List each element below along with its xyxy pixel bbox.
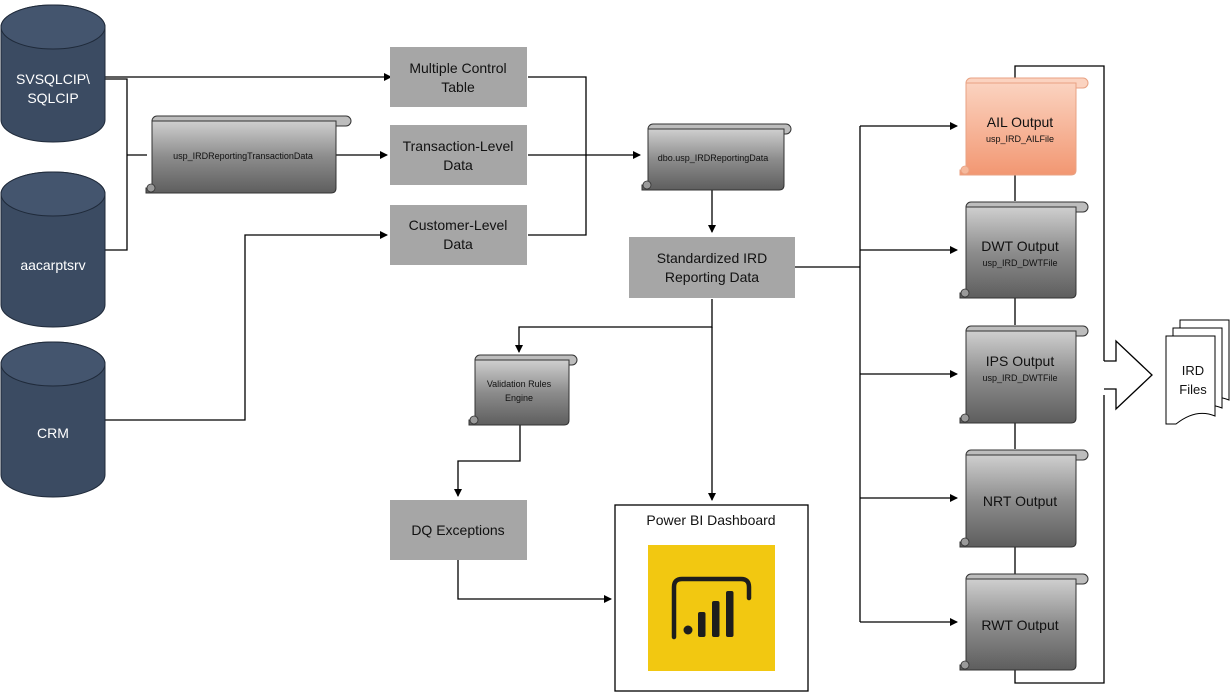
ird-files-line1: IRD bbox=[1182, 363, 1204, 378]
standardized-line1: Standardized IRD bbox=[657, 250, 768, 266]
dq-exceptions-label: DQ Exceptions bbox=[411, 522, 504, 538]
box-customer-data: Customer-Level Data bbox=[390, 205, 527, 265]
output-rwt-title: RWT Output bbox=[981, 617, 1058, 633]
transaction-data-line2: Data bbox=[443, 157, 473, 173]
box-dq-exceptions: DQ Exceptions bbox=[390, 500, 527, 560]
output-ips-title: IPS Output bbox=[986, 353, 1055, 369]
database-crm: CRM bbox=[0, 341, 106, 498]
validation-engine-line2: Engine bbox=[505, 393, 533, 403]
dashboard-title: Power BI Dashboard bbox=[646, 512, 775, 528]
control-table-line1: Multiple Control bbox=[409, 60, 506, 76]
block-arrow-icon bbox=[1104, 339, 1153, 411]
validation-engine-line1: Validation Rules bbox=[487, 379, 552, 389]
control-table-line2: Table bbox=[441, 79, 475, 95]
connectors bbox=[80, 65, 1105, 684]
output-ips-proc: usp_IRD_DWTFile bbox=[982, 373, 1057, 383]
database-aacarptsrv-label: aacarptsrv bbox=[20, 257, 85, 273]
database-crm-label: CRM bbox=[37, 425, 69, 441]
output-dwt-proc: usp_IRD_DWTFile bbox=[982, 258, 1057, 268]
proc-transaction-label: usp_IRDReportingTransactionData bbox=[173, 151, 313, 161]
output-ail-proc: usp_IRD_AILFile bbox=[986, 134, 1054, 144]
standardized-line2: Reporting Data bbox=[665, 269, 759, 285]
output-nrt: NRT Output bbox=[959, 449, 1089, 548]
scroll-transaction-proc: usp_IRDReportingTransactionData bbox=[145, 115, 352, 194]
box-control-table: Multiple Control Table bbox=[390, 47, 527, 107]
ird-files-icon: IRD Files bbox=[1165, 319, 1230, 425]
scroll-validation-engine: Validation Rules Engine bbox=[468, 354, 578, 426]
box-standardized-data: Standardized IRD Reporting Data bbox=[629, 237, 795, 298]
database-svsqlcip: SVSQLCIP\ SQLCIP bbox=[0, 4, 106, 143]
output-ail: AIL Output usp_IRD_AILFile bbox=[959, 77, 1089, 176]
output-ail-title: AIL Output bbox=[987, 114, 1054, 130]
ird-files-line2: Files bbox=[1179, 382, 1207, 397]
proc-reporting-label: dbo.usp_IRDReportingData bbox=[658, 153, 769, 163]
output-ips: IPS Output usp_IRD_DWTFile bbox=[959, 325, 1089, 424]
scroll-reporting-proc: dbo.usp_IRDReportingData bbox=[641, 123, 792, 191]
output-dwt-title: DWT Output bbox=[981, 238, 1059, 254]
output-dwt: DWT Output usp_IRD_DWTFile bbox=[959, 201, 1089, 299]
database-aacarptsrv: aacarptsrv bbox=[0, 171, 106, 328]
customer-data-line1: Customer-Level bbox=[409, 217, 508, 233]
output-rwt: RWT Output bbox=[959, 573, 1089, 671]
customer-data-line2: Data bbox=[443, 236, 473, 252]
power-bi-logo-icon bbox=[648, 545, 775, 671]
database-svsqlcip-line2: SQLCIP bbox=[27, 90, 78, 106]
powerbi-dashboard-box: Power BI Dashboard bbox=[614, 504, 809, 692]
box-transaction-data: Transaction-Level Data bbox=[390, 125, 527, 185]
output-nrt-title: NRT Output bbox=[983, 493, 1057, 509]
transaction-data-line1: Transaction-Level bbox=[403, 138, 514, 154]
database-svsqlcip-line1: SVSQLCIP\ bbox=[16, 71, 90, 87]
